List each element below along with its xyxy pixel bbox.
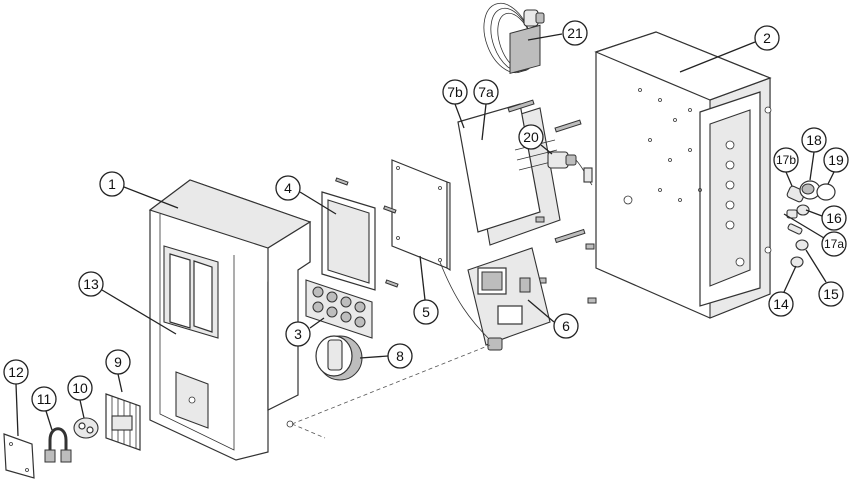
part-10-gland [73, 417, 99, 439]
callout-3: 3 [285, 317, 325, 347]
callout-10: 10 [67, 375, 93, 419]
callout-label-9: 9 [114, 354, 122, 370]
callout-4: 4 [275, 175, 337, 215]
part-20-connector [547, 151, 593, 186]
callout-label-17a: 17a [824, 237, 844, 251]
callout-label-21: 21 [567, 25, 583, 41]
callout-label-18: 18 [806, 132, 822, 148]
callout-11: 11 [31, 386, 57, 431]
callout-7a: 7a [473, 79, 499, 141]
callouts: 1 2 3 4 5 6 7a [3, 20, 849, 437]
callout-13: 13 [78, 271, 177, 335]
callout-2: 2 [679, 25, 780, 73]
part-2-back-plate [594, 31, 772, 319]
callout-18: 18 [801, 127, 827, 181]
callout-label-1: 1 [108, 176, 116, 192]
callout-label-4: 4 [284, 180, 292, 196]
callout-20: 20 [518, 124, 553, 155]
callout-17a: 17a [783, 213, 847, 257]
part-7-circuit-boards [457, 24, 561, 246]
part-3-connector-block [305, 279, 373, 339]
part-8-knob [315, 335, 363, 381]
callout-8: 8 [359, 343, 413, 369]
callout-5: 5 [413, 255, 439, 325]
callout-17b: 17b [773, 147, 799, 187]
part-9-bracket [105, 393, 141, 451]
callout-label-15: 15 [823, 286, 839, 302]
part-12-plate [3, 433, 35, 479]
callout-label-11: 11 [37, 391, 52, 407]
callout-label-13: 13 [83, 276, 99, 292]
callout-label-19: 19 [828, 152, 844, 168]
standoff-pins [507, 99, 597, 304]
part-1-enclosure [148, 179, 491, 461]
callout-label-6: 6 [562, 318, 570, 334]
callout-label-16: 16 [826, 210, 842, 226]
callout-16: 16 [805, 205, 847, 231]
part-6-power-board [467, 247, 551, 346]
callout-label-10: 10 [72, 380, 88, 396]
callout-label-17b: 17b [776, 153, 796, 167]
part-11-clamp [44, 427, 72, 463]
callout-1: 1 [99, 171, 179, 209]
callout-label-5: 5 [422, 304, 430, 320]
callout-7b: 7b [442, 79, 468, 129]
callout-21: 21 [527, 20, 588, 46]
callout-6: 6 [527, 299, 579, 339]
callout-label-3: 3 [294, 326, 302, 342]
part-4-cover-plate [321, 177, 399, 291]
callout-label-7b: 7b [447, 84, 463, 100]
callout-12: 12 [3, 359, 29, 437]
callout-15: 15 [805, 249, 844, 307]
callout-label-2: 2 [763, 30, 771, 46]
callout-label-14: 14 [773, 296, 789, 312]
callout-label-20: 20 [523, 129, 539, 145]
callout-label-7a: 7a [478, 84, 494, 100]
callout-14: 14 [768, 265, 797, 317]
part-5-board-plate [391, 159, 503, 351]
small-fittings [786, 180, 836, 268]
callout-label-12: 12 [8, 364, 24, 380]
callout-19: 19 [823, 147, 849, 185]
callout-label-8: 8 [396, 348, 404, 364]
callout-9: 9 [105, 349, 131, 393]
